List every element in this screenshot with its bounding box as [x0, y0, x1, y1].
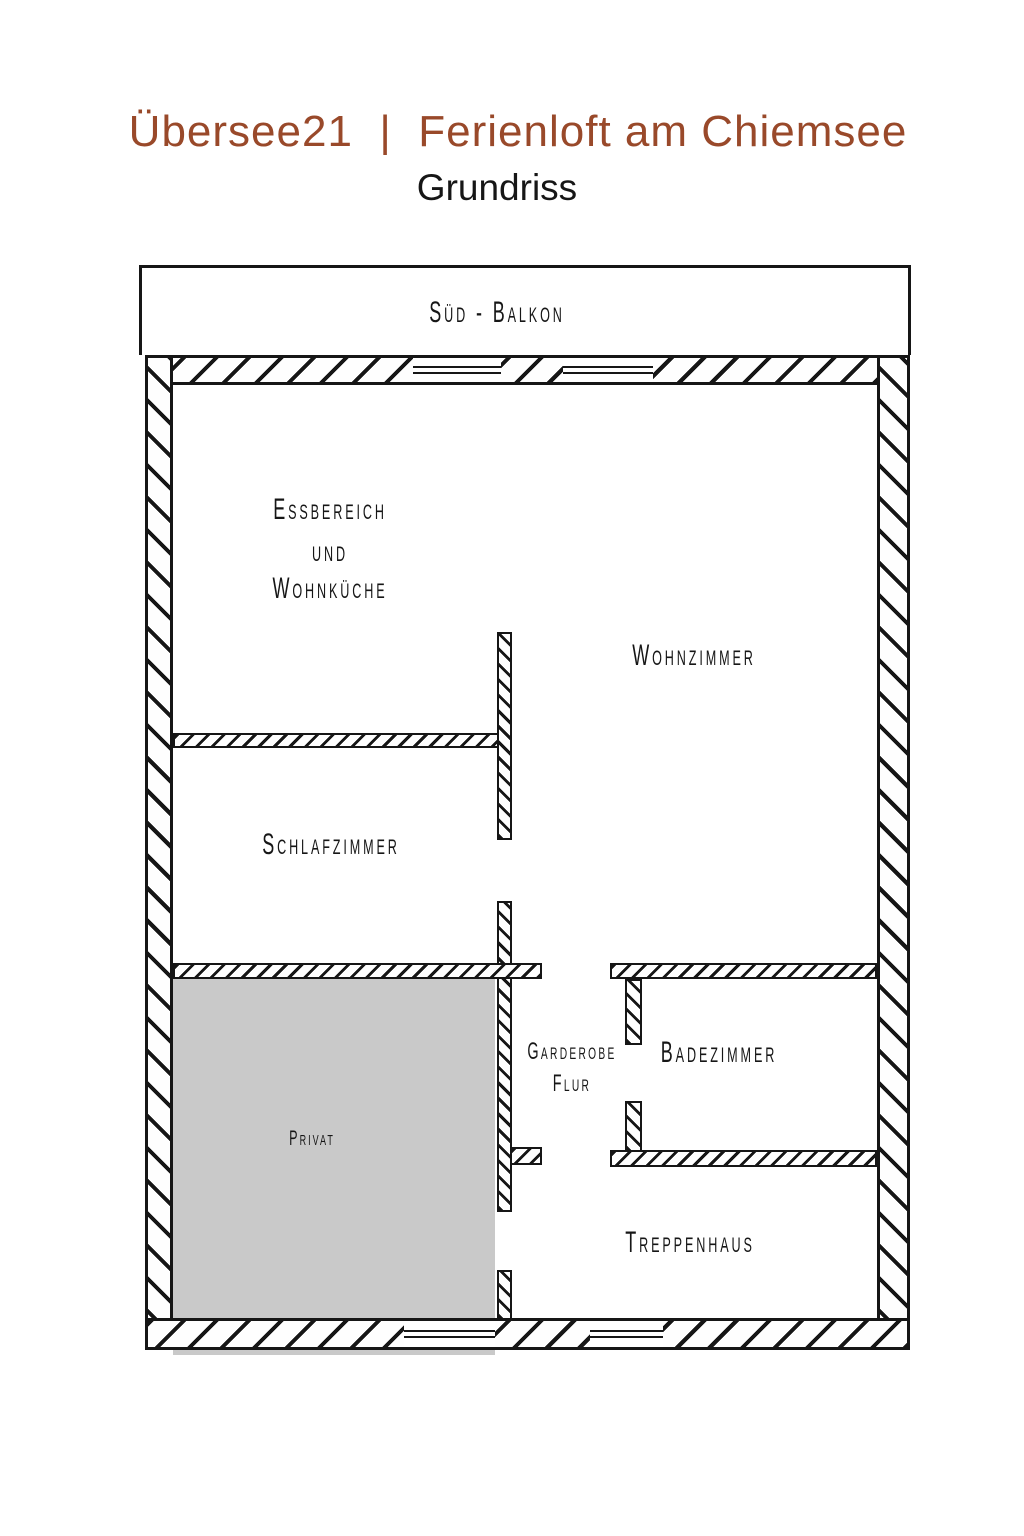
room-label-privat: Privat — [289, 1127, 335, 1150]
window-top-left — [413, 355, 501, 385]
wall-schlafzimmer-top — [173, 733, 501, 748]
privat-area — [173, 979, 495, 1355]
wall-badezimmer-left-lower — [625, 1101, 642, 1152]
page-subtitle: Grundriss — [416, 167, 578, 208]
wall-center-middle — [497, 901, 512, 1212]
entrance-door-bottom — [590, 1318, 663, 1350]
wall-center-upper — [497, 632, 512, 840]
room-label-flur: Flur — [552, 1070, 592, 1097]
wall-exterior-right — [877, 355, 910, 1350]
wall-privat-top — [173, 963, 542, 979]
window-top-right — [563, 355, 653, 385]
wall-exterior-top — [145, 355, 910, 385]
window-bottom-left — [404, 1318, 495, 1350]
wall-exterior-bottom — [145, 1318, 910, 1350]
room-label-treppenhaus: Treppenhaus — [625, 1226, 755, 1259]
room-label-essbereich-line3: Wohnküche — [272, 572, 388, 605]
wall-badezimmer-top — [610, 963, 877, 979]
room-label-essbereich-line1: Essbereich — [273, 493, 387, 526]
wall-exterior-left — [145, 355, 173, 1350]
room-label-wohnzimmer: Wohnzimmer — [632, 639, 756, 672]
wall-badezimmer-left-upper — [625, 979, 642, 1045]
wall-badezimmer-bottom — [610, 1150, 877, 1167]
balcony — [139, 265, 911, 355]
room-label-schlafzimmer: Schlafzimmer — [262, 828, 400, 861]
room-label-essbereich-line2: und — [312, 535, 348, 568]
room-label-garderobe: Garderobe — [527, 1038, 617, 1065]
room-label-badezimmer: Badezimmer — [660, 1036, 778, 1069]
page-title: Übersee21 | Ferienloft am Chiemsee — [128, 107, 908, 156]
wall-flur-stub — [510, 1147, 542, 1165]
balcony-label: Süd - Balkon — [429, 296, 565, 329]
wall-center-lower — [497, 1270, 512, 1320]
